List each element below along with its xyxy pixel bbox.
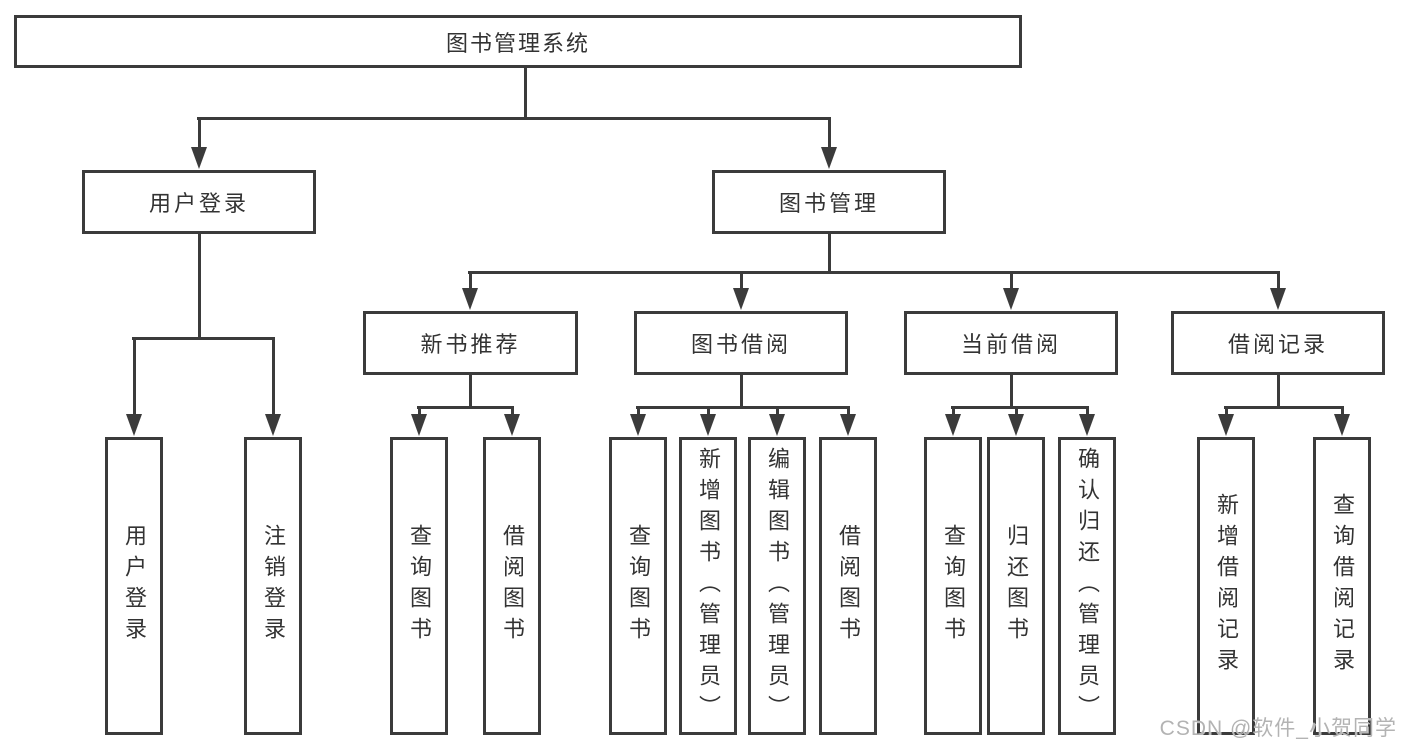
connector-line-horizontal bbox=[132, 337, 275, 340]
connector-line-vertical bbox=[952, 406, 955, 418]
connector-line-vertical bbox=[828, 233, 831, 273]
node-current-borrowing: 当前借阅 bbox=[904, 311, 1118, 375]
connector-line-vertical bbox=[198, 233, 201, 337]
connector-line-horizontal bbox=[417, 406, 514, 409]
arrow-down-icon bbox=[1003, 288, 1019, 310]
leaf-borrow-book-borrowing: 借阅图书 bbox=[819, 437, 877, 735]
connector-line-horizontal bbox=[468, 271, 1280, 274]
arrow-down-icon bbox=[700, 414, 716, 436]
connector-line-vertical bbox=[707, 406, 710, 418]
leaf-query-book-current: 查询图书 bbox=[924, 437, 982, 735]
connector-line-vertical bbox=[198, 117, 201, 150]
leaf-query-borrow-record: 查询借阅记录 bbox=[1313, 437, 1371, 735]
arrow-down-icon bbox=[126, 414, 142, 436]
arrow-down-icon bbox=[840, 414, 856, 436]
node-book-borrowing: 图书借阅 bbox=[634, 311, 848, 375]
connector-line-vertical bbox=[1010, 373, 1013, 408]
connector-line-vertical bbox=[637, 406, 640, 418]
connector-line-vertical bbox=[469, 373, 472, 408]
arrow-down-icon bbox=[630, 414, 646, 436]
connector-line-vertical bbox=[847, 406, 850, 418]
leaf-add-borrow-record: 新增借阅记录 bbox=[1197, 437, 1255, 735]
arrow-down-icon bbox=[462, 288, 478, 310]
connector-line-vertical bbox=[133, 337, 136, 418]
connector-line-vertical bbox=[740, 271, 743, 295]
node-book-management: 图书管理 bbox=[712, 170, 946, 234]
node-borrowing-records: 借阅记录 bbox=[1171, 311, 1385, 375]
connector-line-horizontal bbox=[636, 406, 850, 409]
node-user-login: 用户登录 bbox=[82, 170, 316, 234]
leaf-logout: 注销登录 bbox=[244, 437, 302, 735]
arrow-down-icon bbox=[733, 288, 749, 310]
connector-line-vertical bbox=[1015, 406, 1018, 418]
connector-line-vertical bbox=[1010, 271, 1013, 295]
connector-line-vertical bbox=[272, 337, 275, 418]
leaf-borrow-book-recommend: 借阅图书 bbox=[483, 437, 541, 735]
connector-line-horizontal bbox=[197, 117, 831, 120]
connector-line-vertical bbox=[1341, 406, 1344, 418]
connector-line-vertical bbox=[469, 271, 472, 295]
watermark-text: CSDN @软件_小贺同学 bbox=[1159, 717, 1397, 740]
leaf-user-login: 用户登录 bbox=[105, 437, 163, 735]
connector-line-vertical bbox=[511, 406, 514, 418]
connector-line-horizontal bbox=[1224, 406, 1344, 409]
arrow-down-icon bbox=[191, 147, 207, 169]
leaf-add-book-admin: 新增图书（管理员） bbox=[679, 437, 737, 735]
arrow-down-icon bbox=[1334, 414, 1350, 436]
arrow-down-icon bbox=[1218, 414, 1234, 436]
leaf-query-book-recommend: 查询图书 bbox=[390, 437, 448, 735]
node-new-book-recommendation: 新书推荐 bbox=[363, 311, 578, 375]
connector-line-vertical bbox=[828, 117, 831, 150]
leaf-query-book-borrowing: 查询图书 bbox=[609, 437, 667, 735]
connector-line-vertical bbox=[1277, 271, 1280, 295]
arrow-down-icon bbox=[265, 414, 281, 436]
arrow-down-icon bbox=[1079, 414, 1095, 436]
arrow-down-icon bbox=[821, 147, 837, 169]
arrow-down-icon bbox=[1270, 288, 1286, 310]
arrow-down-icon bbox=[945, 414, 961, 436]
arrow-down-icon bbox=[411, 414, 427, 436]
connector-line-vertical bbox=[1086, 406, 1089, 418]
leaf-confirm-return-admin: 确认归还（管理员） bbox=[1058, 437, 1116, 735]
connector-line-vertical bbox=[776, 406, 779, 418]
arrow-down-icon bbox=[769, 414, 785, 436]
connector-line-horizontal bbox=[951, 406, 1089, 409]
node-root: 图书管理系统 bbox=[14, 15, 1022, 68]
leaf-edit-book-admin: 编辑图书（管理员） bbox=[748, 437, 806, 735]
arrow-down-icon bbox=[1008, 414, 1024, 436]
connector-line-vertical bbox=[740, 373, 743, 408]
leaf-return-book: 归还图书 bbox=[987, 437, 1045, 735]
connector-line-vertical bbox=[524, 68, 527, 120]
connector-line-vertical bbox=[1277, 373, 1280, 408]
connector-line-vertical bbox=[1225, 406, 1228, 418]
arrow-down-icon bbox=[504, 414, 520, 436]
connector-line-vertical bbox=[418, 406, 421, 418]
